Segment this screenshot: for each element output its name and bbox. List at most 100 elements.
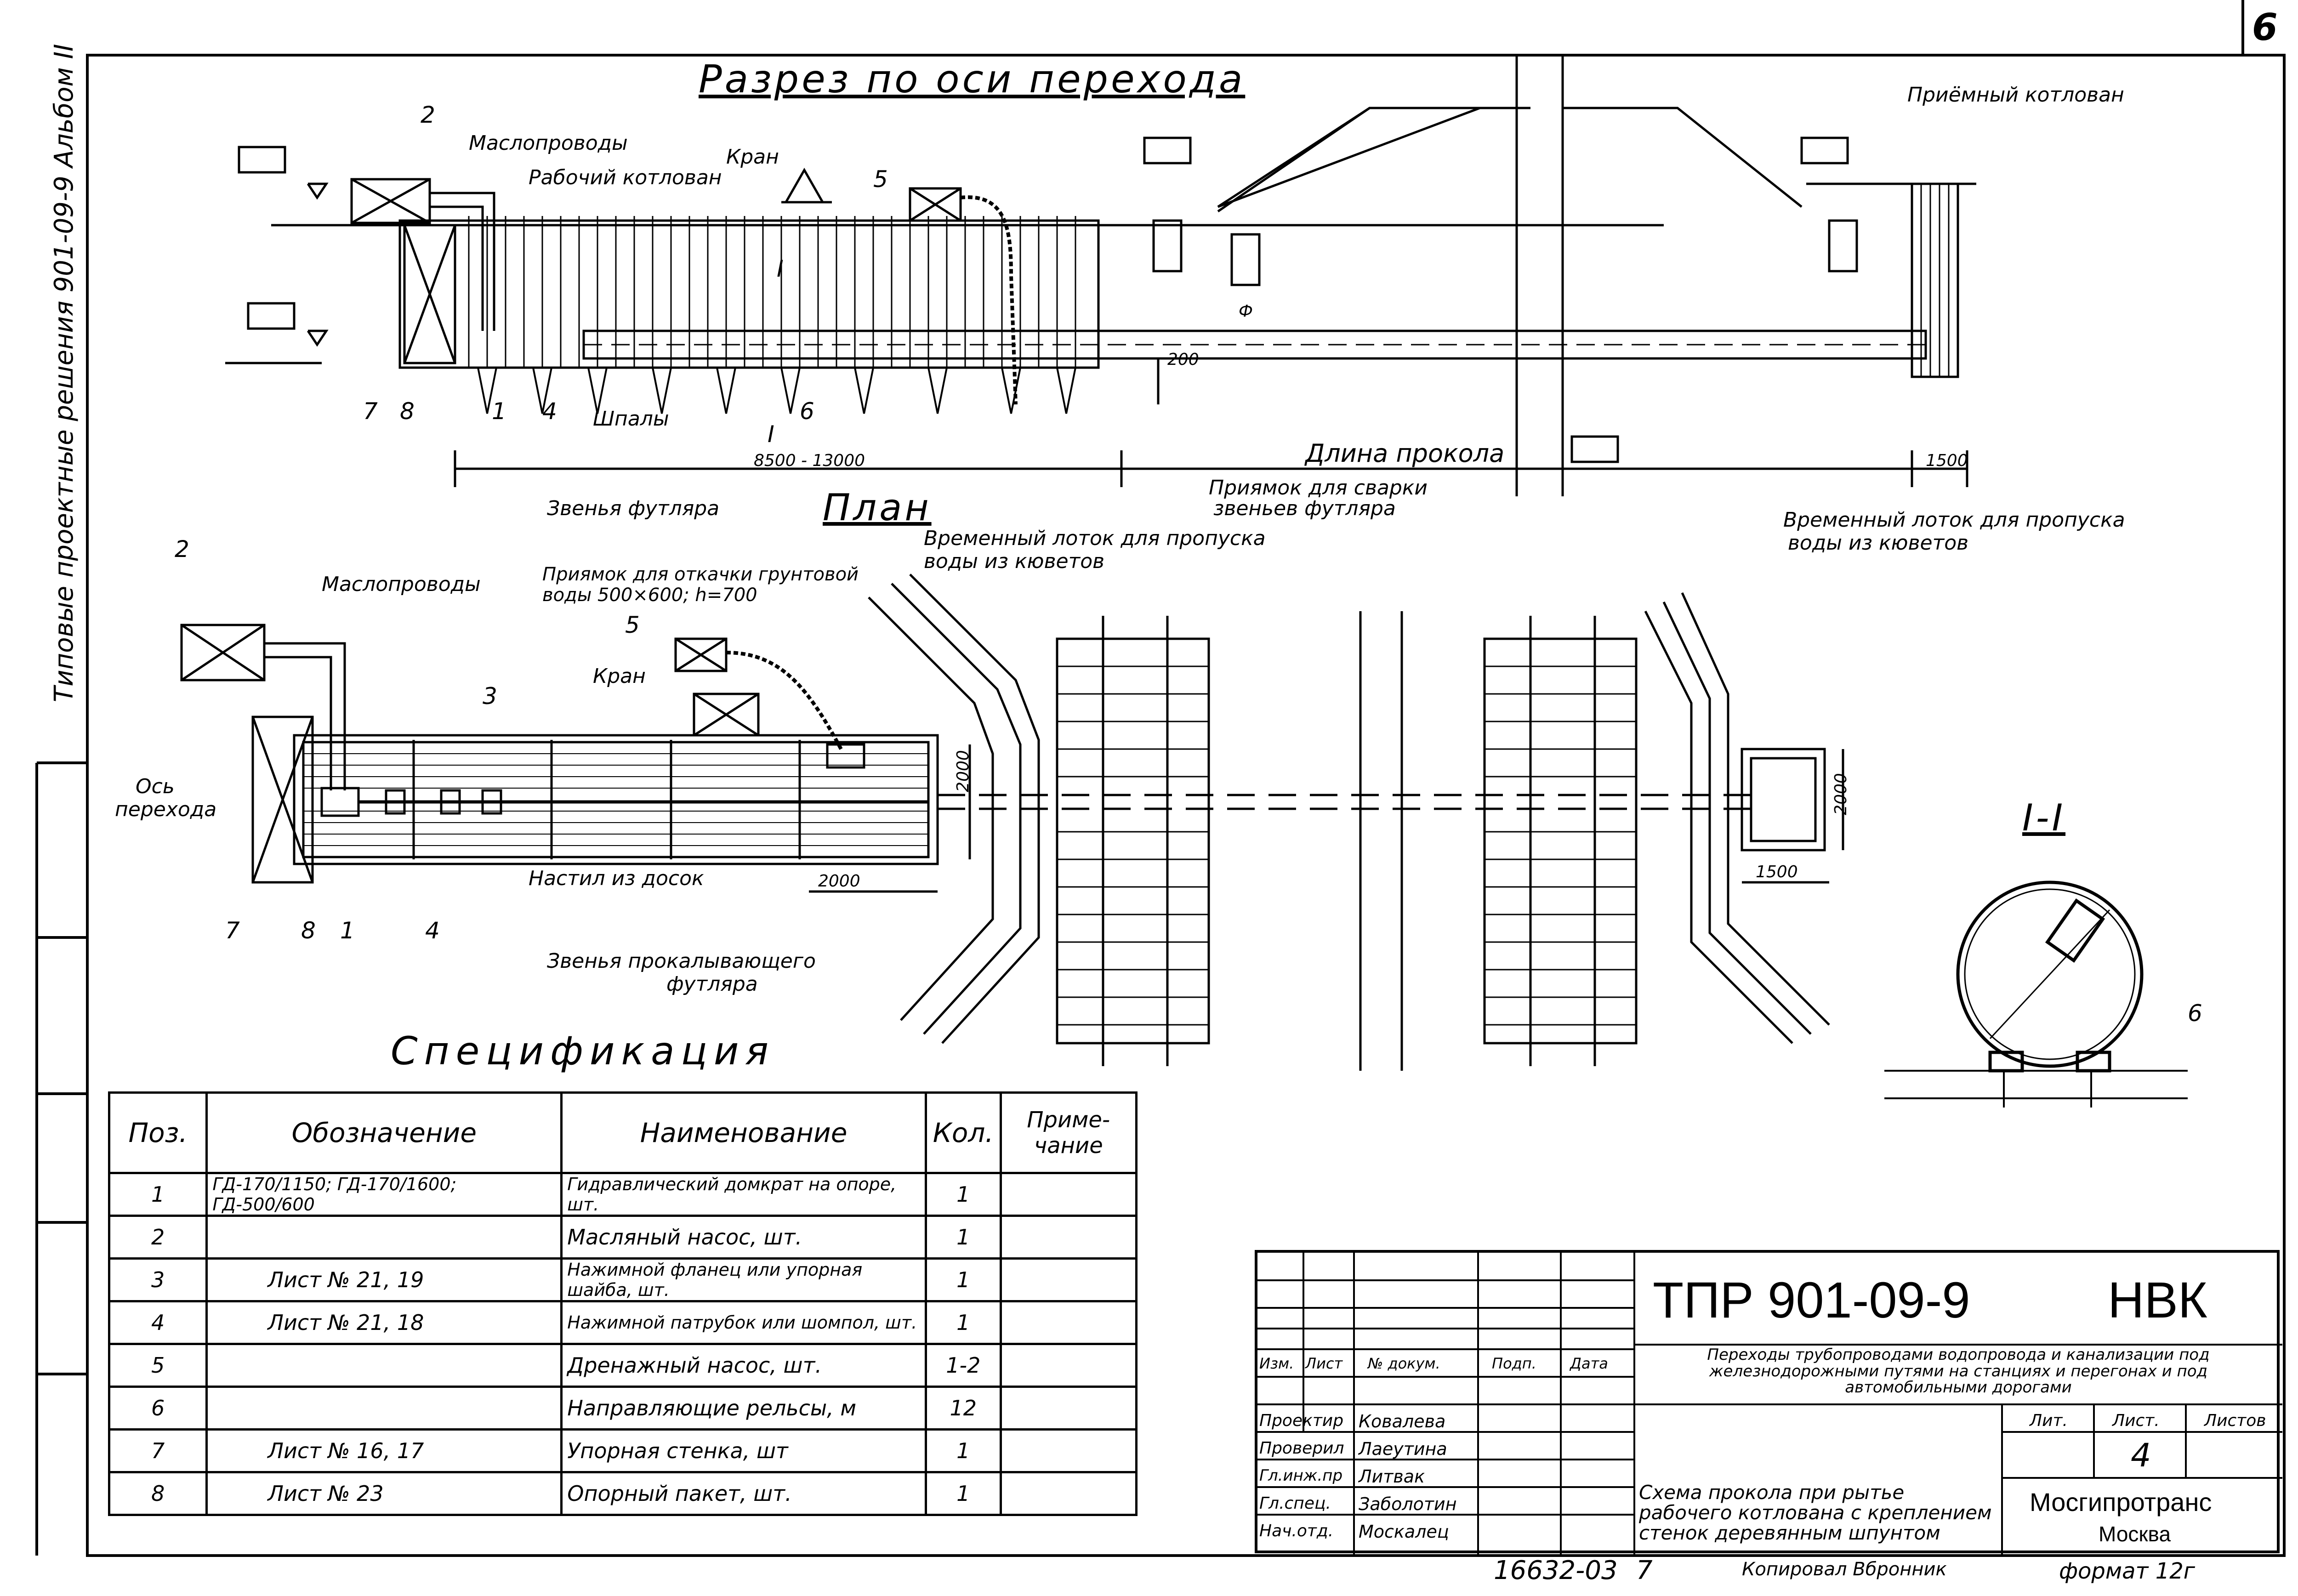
- spec-cell-note: [999, 1428, 1138, 1473]
- spec-cell-qty: 1-2: [924, 1343, 1002, 1388]
- spec-cell-pos: 7: [108, 1428, 208, 1473]
- section-title: Разрез по оси перехода: [699, 57, 1246, 102]
- plan-callout-7: 7: [225, 917, 240, 944]
- tb-staff-name: Литвак: [1359, 1466, 1425, 1487]
- tb-staff-role: Гл.инж.пр: [1259, 1466, 1343, 1485]
- plan-callout-4: 4: [425, 917, 440, 944]
- spec-cell-pos: 3: [108, 1257, 208, 1302]
- spec-header-name: Наименование: [560, 1091, 927, 1174]
- spec-cell-designation: Лист № 23: [205, 1471, 563, 1516]
- plan-title: План: [823, 486, 932, 529]
- spec-cell-pos: 5: [108, 1343, 208, 1388]
- spec-cell-designation: [205, 1386, 563, 1431]
- tb-header-list: Лист: [1305, 1355, 1343, 1372]
- tb-staff-role: Гл.спец.: [1259, 1494, 1331, 1513]
- spec-cell-name: Гидравлический домкрат на опоре, шт.: [560, 1172, 927, 1217]
- spec-cell-qty: 1: [924, 1215, 1002, 1260]
- footer-copied: Копировал Вбронник: [1742, 1559, 1947, 1580]
- section-callout-I-top: I: [777, 256, 784, 282]
- dim-2000-a: 2000: [818, 872, 860, 891]
- footer-num: 7: [1636, 1556, 1653, 1585]
- spec-header-row: Поз. Обозначение Наименование Кол. Приме…: [108, 1091, 1138, 1174]
- label-tray-left-2: воды из кюветов: [924, 550, 1105, 573]
- title-block-description: Переходы трубопроводами водопровода и ка…: [1707, 1346, 2210, 1397]
- spec-header-pos: Поз.: [108, 1091, 208, 1174]
- spec-cell-designation: [205, 1215, 563, 1260]
- spec-cell-note: [999, 1257, 1138, 1302]
- spec-cell-qty: 12: [924, 1386, 1002, 1431]
- dim-200: 200: [1167, 350, 1199, 369]
- label-maslo-section: Маслопроводы: [469, 131, 628, 155]
- tb-header-sign: Подп.: [1492, 1355, 1536, 1372]
- label-shpaly: Шпалы: [593, 407, 669, 431]
- plan-callout-2: 2: [175, 536, 189, 562]
- spec-title: Спецификация: [391, 1028, 775, 1073]
- spec-cell-designation: ГД-170/1150; ГД-170/1600; ГД-500/600: [205, 1172, 563, 1217]
- spec-row: 5 Дренажный насос, шт.1-2: [108, 1343, 1138, 1388]
- tb-sheet-number: 4: [2131, 1437, 2151, 1474]
- spec-cell-note: [999, 1215, 1138, 1260]
- tb-staff-role: Проверил: [1259, 1439, 1344, 1458]
- spec-cell-pos: 4: [108, 1300, 208, 1345]
- plan-callout-5: 5: [625, 612, 640, 638]
- title-block-section-code: НВК: [2108, 1272, 2207, 1329]
- section-callout-4: 4: [542, 398, 557, 425]
- spec-cell-qty: 1: [924, 1471, 1002, 1516]
- spec-cell-pos: 2: [108, 1215, 208, 1260]
- section-callout-2: 2: [421, 102, 435, 128]
- spec-cell-name: Масляный насос, шт.: [560, 1215, 927, 1260]
- tb-staff-name: Лаеутина: [1359, 1439, 1447, 1459]
- sheet-frame: [86, 54, 2286, 1557]
- label-phi: Ф: [1239, 302, 1253, 321]
- tb-staff-name: Ковалева: [1359, 1411, 1446, 1431]
- spec-cell-name: Нажимной фланец или упорная шайба, шт.: [560, 1257, 927, 1302]
- section-callout-6: 6: [800, 398, 814, 425]
- tb-drawing-name: Схема прокола при рытье рабочего котлова…: [1639, 1481, 1992, 1545]
- section-callout-I-bottom: I: [768, 421, 774, 448]
- spec-cell-pos: 8: [108, 1471, 208, 1516]
- dim-1500-plan: 1500: [1756, 863, 1798, 881]
- label-kran-plan: Кран: [593, 665, 646, 688]
- tb-header-izm: Изм.: [1259, 1355, 1294, 1372]
- label-pierce-links-1: Звенья прокалывающего: [547, 949, 816, 973]
- label-maslo-plan: Маслопроводы: [322, 573, 481, 596]
- title-block-grid: [1257, 1253, 2282, 1556]
- spec-cell-designation: Лист № 21, 19: [205, 1257, 563, 1302]
- label-tray-right-2: воды из кюветов: [1788, 531, 1969, 555]
- section-I-I-view: [1884, 880, 2188, 1108]
- spec-cell-note: [999, 1343, 1138, 1388]
- plan-callout-1: 1: [340, 917, 355, 944]
- label-drain-pit-2: воды 500×600; h=700: [542, 585, 757, 606]
- spec-cell-qty: 1: [924, 1257, 1002, 1302]
- label-drain-pit-1: Приямок для откачки грунтовой: [542, 564, 859, 585]
- label-pierce-links-2: футляра: [666, 972, 758, 996]
- plan-view: [180, 574, 1844, 1071]
- plan-callout-3: 3: [483, 683, 497, 710]
- spec-cell-designation: Лист № 16, 17: [205, 1428, 563, 1473]
- label-weld-pit-1: Приямок для сварки: [1209, 476, 1428, 500]
- section-callout-8: 8: [400, 398, 415, 425]
- plan-callout-8: 8: [301, 917, 316, 944]
- spec-cell-name: Дренажный насос, шт.: [560, 1343, 927, 1388]
- spec-header-qty: Кол.: [924, 1091, 1002, 1174]
- spec-cell-note: [999, 1386, 1138, 1431]
- album-side-text: Типовые проектные решения 901-09-9 Альбо…: [49, 44, 79, 702]
- section-callout-7: 7: [363, 398, 378, 425]
- spec-cell-qty: 1: [924, 1172, 1002, 1217]
- footer-format: формат 12г: [2059, 1558, 2196, 1584]
- spec-cell-name: Опорный пакет, шт.: [560, 1471, 927, 1516]
- tb-sheets-label: Листов: [2204, 1411, 2266, 1430]
- spec-cell-qty: 1: [924, 1428, 1002, 1473]
- spec-cell-pos: 6: [108, 1386, 208, 1431]
- label-axis-1: Ось: [136, 775, 175, 798]
- dim-right: 1500: [1926, 451, 1968, 470]
- spec-header-note: Приме-чание: [999, 1091, 1138, 1174]
- section-callout-5: 5: [873, 166, 888, 193]
- tb-sheet-label: Лист.: [2112, 1411, 2160, 1430]
- label-tray-right-1: Временный лоток для пропуска: [1783, 508, 2125, 532]
- section-I-I-callout-6: 6: [2188, 1000, 2202, 1027]
- spec-cell-pos: 1: [108, 1172, 208, 1217]
